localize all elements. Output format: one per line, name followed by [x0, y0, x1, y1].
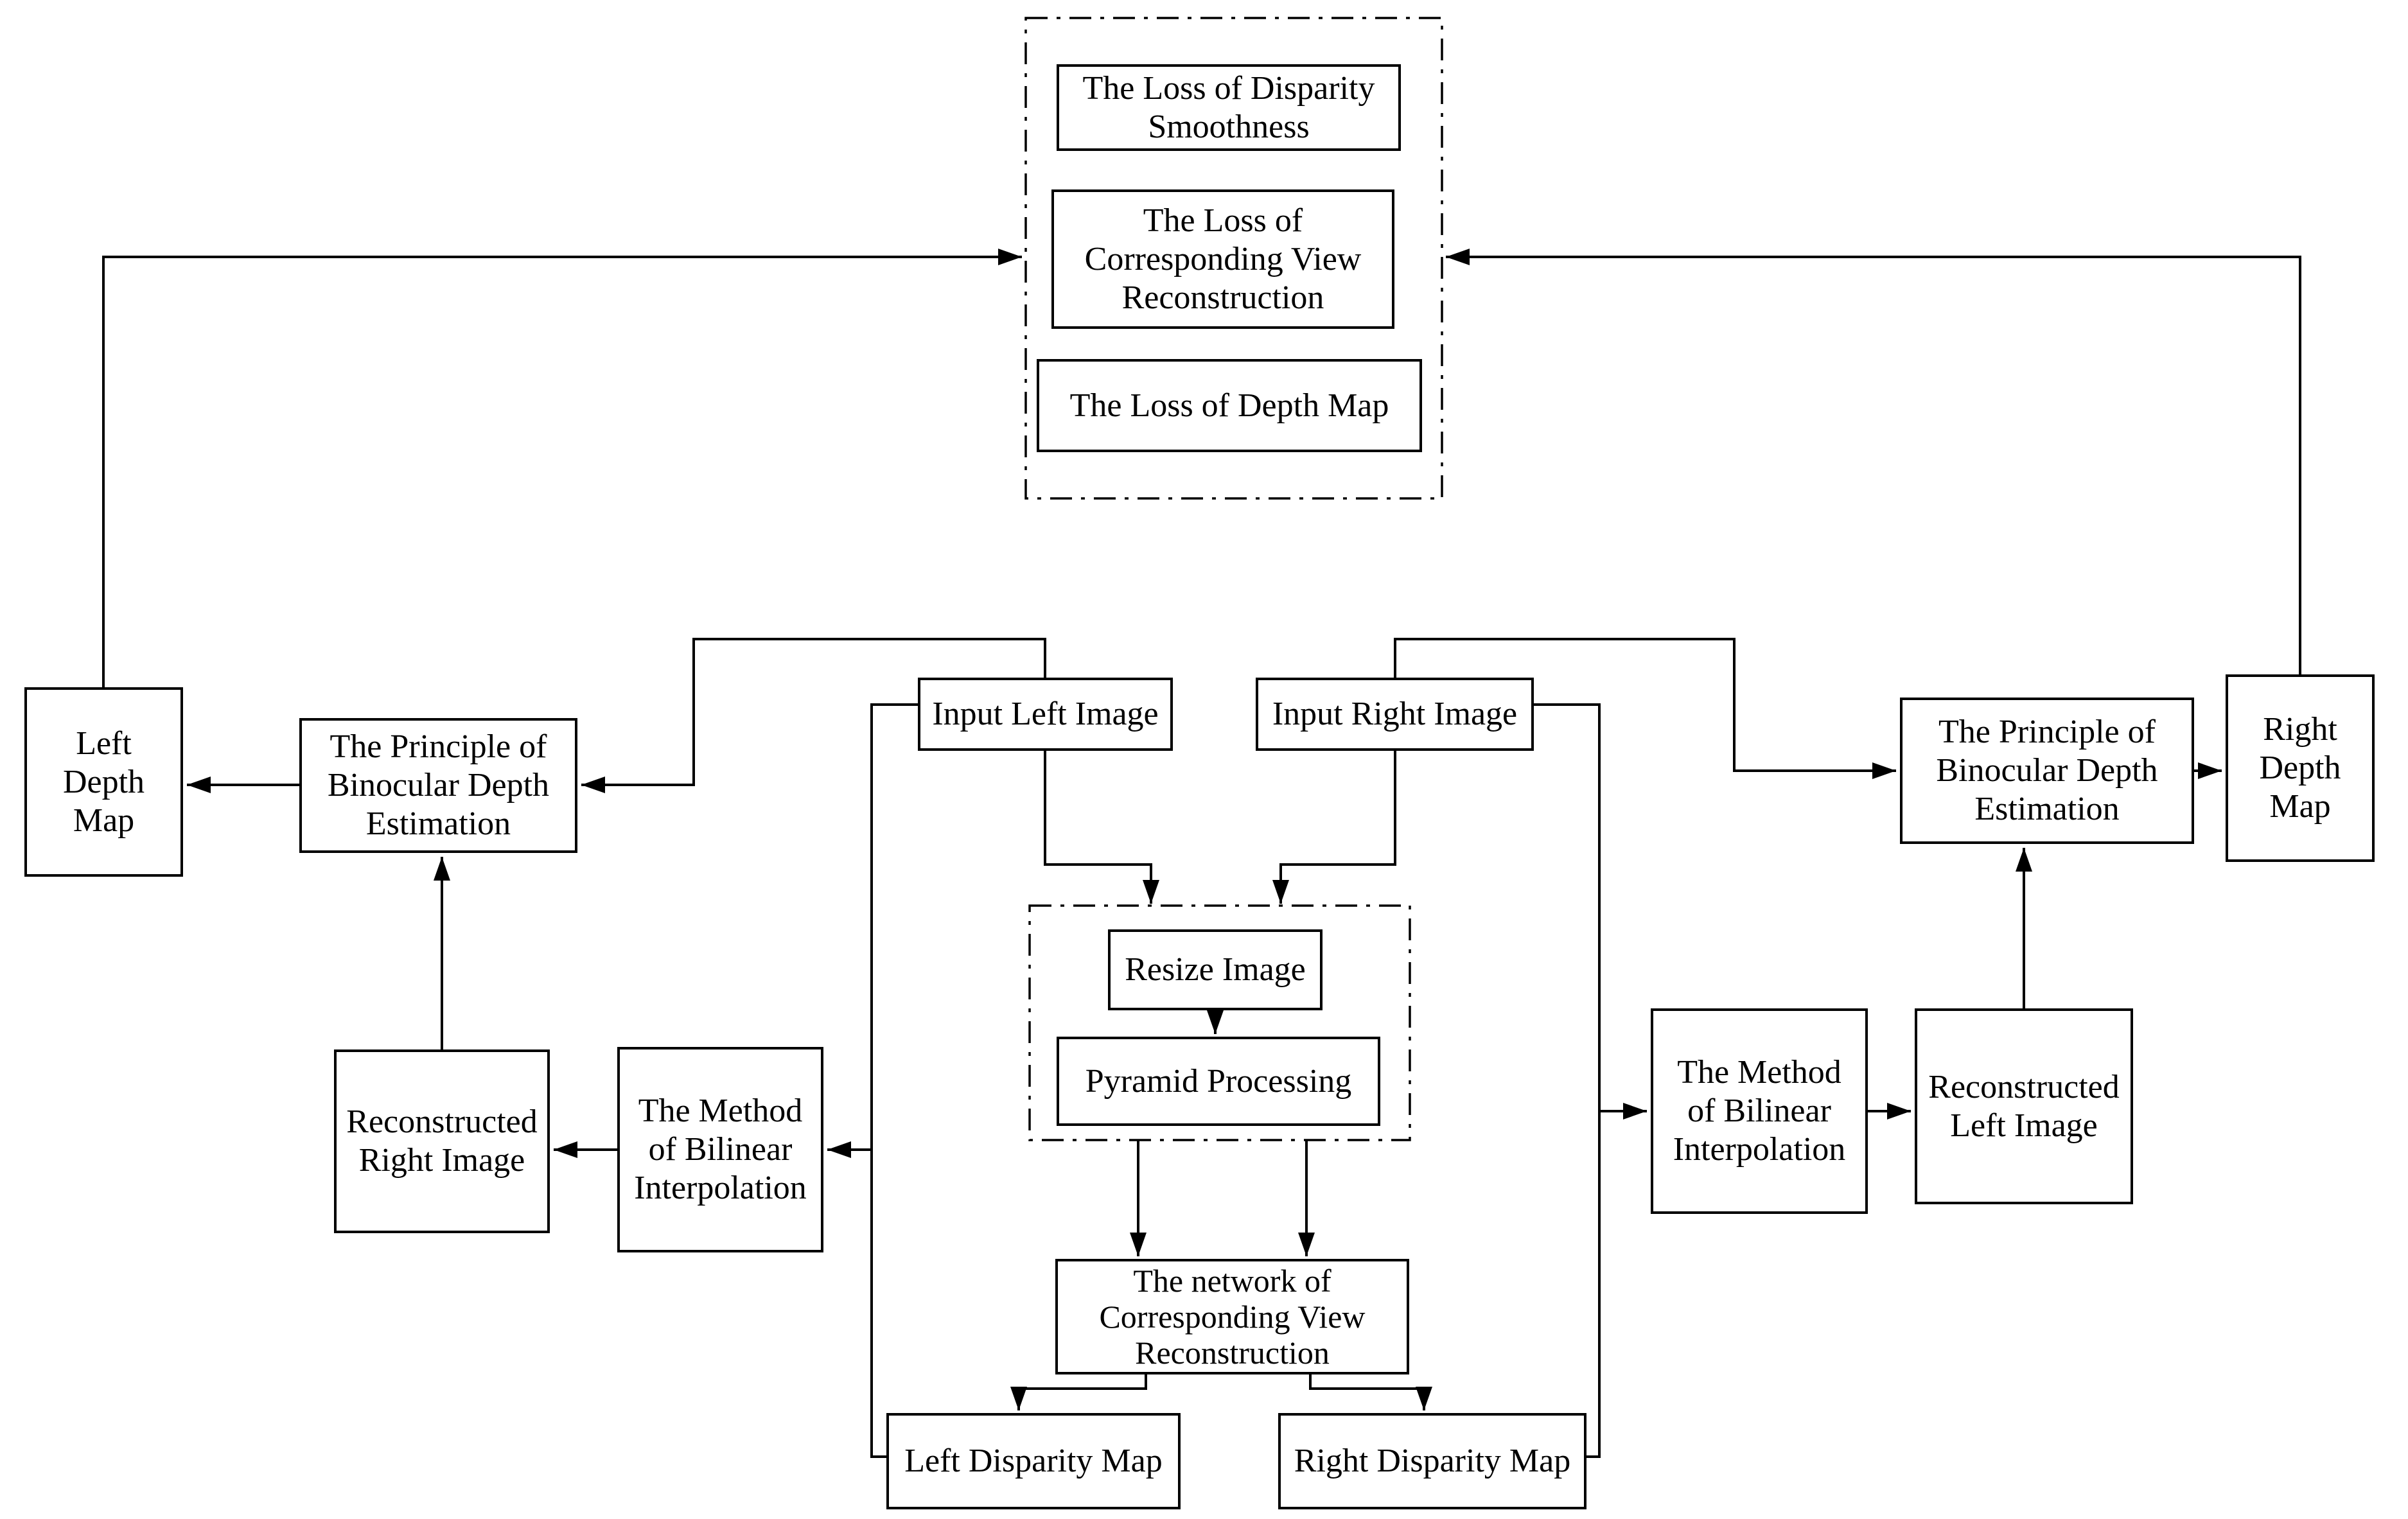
principle-binocular-left-box: The Principle of Binocular Depth Estimat… — [299, 718, 577, 853]
node-label-line: Input Left Image — [932, 696, 1159, 732]
edge-input-right-to-right-disparity — [1534, 703, 1601, 1458]
edge-right-depth-map-to-loss-group — [1446, 249, 2301, 674]
node-label-line: Interpolation — [1673, 1131, 1846, 1168]
node-label-line: Reconstruction — [1121, 279, 1324, 316]
edge-input-left-to-left-disparity — [870, 703, 918, 1458]
node-label-line: The network of — [1133, 1263, 1331, 1299]
edge-input-right-to-principle-right — [1394, 638, 1896, 779]
edge-left-depth-map-to-loss-group — [102, 249, 1022, 687]
node-label-line: Smoothness — [1148, 108, 1310, 145]
node-label-line: Map — [73, 802, 135, 839]
bilinear-interpolation-right-box: The Method of Bilinear Interpolation — [1651, 1008, 1868, 1214]
node-label-line: The Loss of Disparity — [1082, 69, 1375, 107]
reconstructed-left-image-box: Reconstructed Left Image — [1915, 1008, 2133, 1204]
loss-group-container — [1024, 17, 1443, 500]
right-disparity-map-box: Right Disparity Map — [1278, 1413, 1586, 1509]
node-label-line: Right Image — [358, 1142, 525, 1179]
node-label-line: The Principle of — [1938, 714, 2156, 750]
node-label-line: Left — [76, 724, 132, 762]
node-label-line: The Loss of Depth Map — [1069, 387, 1389, 424]
bilinear-interpolation-left-box: The Method of Bilinear Interpolation — [617, 1047, 823, 1252]
preprocess-group-container — [1028, 904, 1411, 1141]
node-label-line: Map — [2269, 788, 2331, 825]
node-label-line: Corresponding View — [1084, 240, 1362, 277]
node-label-line: The Method — [1677, 1054, 1841, 1091]
network-corresponding-view-box: The network of Corresponding View Recons… — [1055, 1259, 1409, 1374]
node-label-line: Left Disparity Map — [904, 1443, 1163, 1479]
node-label-line: The Loss of — [1143, 202, 1303, 239]
node-label-line: Left Image — [1950, 1107, 2098, 1144]
left-disparity-map-box: Left Disparity Map — [886, 1413, 1181, 1509]
input-right-image-box: Input Right Image — [1256, 678, 1534, 751]
node-label-line: of Bilinear — [648, 1131, 793, 1168]
node-label-line: Estimation — [365, 805, 511, 842]
node-label-line: of Bilinear — [1687, 1093, 1831, 1129]
node-label-line: Binocular Depth — [327, 767, 550, 803]
node-label-line: Corresponding View — [1099, 1299, 1366, 1335]
node-label-line: Resize Image — [1125, 951, 1306, 988]
node-label-line: Reconstructed — [1928, 1068, 2120, 1105]
node-label-line: Estimation — [1974, 791, 2120, 827]
node-label-line: Reconstructed — [346, 1103, 538, 1140]
loss-depth-map-box: The Loss of Depth Map — [1037, 359, 1422, 452]
edge-input-right-to-preprocess-group — [1272, 751, 1396, 904]
node-label-line: Right — [2263, 711, 2337, 748]
node-label-line: Reconstruction — [1135, 1335, 1330, 1371]
node-label-line: The Principle of — [330, 728, 547, 765]
node-label-line: Pyramid Processing — [1085, 1062, 1352, 1100]
node-label-line: Depth — [2259, 750, 2341, 786]
reconstructed-right-image-box: Reconstructed Right Image — [334, 1049, 550, 1233]
loss-corresponding-view-box: The Loss of Corresponding View Reconstru… — [1051, 189, 1394, 329]
edge-network-to-left-disparity — [1010, 1374, 1147, 1410]
principle-binocular-right-box: The Principle of Binocular Depth Estimat… — [1900, 698, 2194, 844]
left-depth-map-box: Left Depth Map — [24, 687, 183, 877]
node-label-line: Binocular Depth — [1936, 752, 2158, 789]
pyramid-processing-box: Pyramid Processing — [1057, 1037, 1380, 1126]
node-label-line: Input Right Image — [1272, 696, 1518, 732]
node-label-line: Depth — [62, 763, 145, 800]
edge-input-left-to-principle-left — [581, 638, 1046, 793]
edge-network-to-right-disparity — [1309, 1374, 1432, 1410]
right-depth-map-box: Right Depth Map — [2226, 674, 2375, 862]
node-label-line: Interpolation — [634, 1170, 807, 1206]
loss-disparity-smoothness-box: The Loss of Disparity Smoothness — [1057, 64, 1401, 151]
node-label-line: The Method — [638, 1093, 803, 1129]
edge-input-left-to-preprocess-group — [1044, 751, 1159, 904]
resize-image-box: Resize Image — [1108, 929, 1323, 1010]
input-left-image-box: Input Left Image — [918, 678, 1173, 751]
node-label-line: Right Disparity Map — [1294, 1443, 1571, 1479]
